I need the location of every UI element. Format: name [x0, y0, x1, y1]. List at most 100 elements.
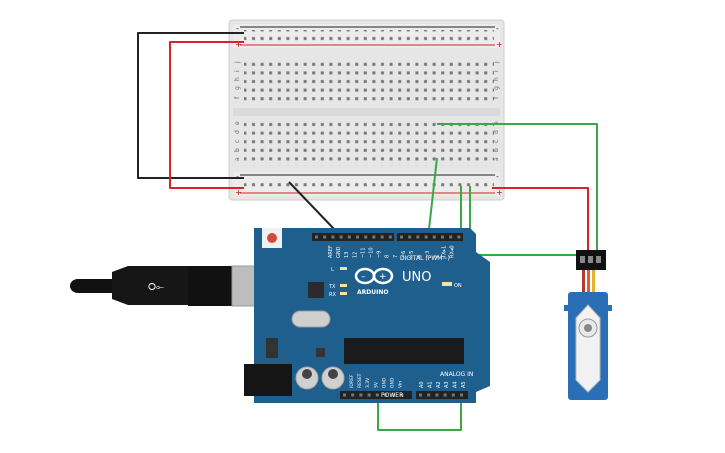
analog-pin-0[interactable]: [419, 393, 422, 397]
power-jack: [244, 364, 292, 396]
pin-label-1: GND: [336, 246, 342, 258]
rail-minus-label-bottom: -: [236, 172, 239, 181]
analog-label: ANALOG IN: [440, 371, 473, 378]
analog-pin-4[interactable]: [451, 393, 455, 397]
analog-pin-2[interactable]: [435, 393, 439, 397]
digital-pin-b-5[interactable]: [441, 235, 444, 239]
pin-label-5: ~10: [369, 247, 375, 258]
power-pin-0[interactable]: [343, 393, 346, 397]
row-letter-g: g: [234, 86, 241, 90]
rail-plus-label-top-right: +: [496, 40, 503, 49]
row-letter-d-right: d: [493, 130, 500, 134]
led-rx: [340, 292, 347, 295]
digital-pin-3[interactable]: [339, 235, 343, 239]
atmega-chip: [344, 338, 464, 364]
digital-pin-4[interactable]: [347, 235, 351, 239]
digital-pin-8[interactable]: [380, 235, 384, 239]
digital-pin-1[interactable]: [323, 235, 327, 239]
analog-pin-label-4: A4: [453, 381, 459, 388]
power-pin-label-3: 5V: [373, 381, 379, 388]
row-letter-c: c: [234, 140, 241, 143]
power-pin-label-0: IOREF: [349, 374, 355, 388]
pin-label-11: 4: [417, 255, 423, 258]
header-analog: [416, 391, 468, 399]
digital-pin-b-1[interactable]: [408, 235, 412, 239]
analog-pin-1[interactable]: [427, 393, 431, 397]
analog-pin-3[interactable]: [443, 393, 447, 397]
crystal: [291, 310, 331, 328]
rail-plus-label-top: +: [235, 40, 242, 49]
row-letter-j-right: j: [493, 61, 500, 64]
digital-label: DIGITAL (PWM~): [400, 255, 450, 262]
row-letter-i: i: [234, 70, 241, 72]
digital-pin-b-3[interactable]: [424, 235, 428, 239]
led-l: [340, 267, 347, 270]
digital-pin-5[interactable]: [356, 235, 359, 239]
board-model: UNO: [402, 270, 431, 285]
power-pin-4[interactable]: [375, 393, 379, 397]
digital-pin-b-7[interactable]: [457, 235, 461, 239]
usb-icon: ⭘⟜: [148, 282, 164, 293]
usb-cable: ⭘⟜: [70, 265, 261, 307]
wire-green-d: [427, 157, 438, 239]
analog-pin-label-2: A2: [436, 381, 442, 388]
regulator: [266, 338, 278, 358]
power-pin-label-4: GND: [381, 377, 387, 388]
row-letter-d: d: [234, 130, 241, 134]
digital-pin-9[interactable]: [388, 235, 392, 239]
pin-label-8: 7: [393, 255, 399, 258]
pin-label-7: 8: [385, 255, 391, 258]
reset-button[interactable]: [267, 233, 277, 243]
pin-label-13: 2: [433, 255, 439, 258]
digital-pin-b-6[interactable]: [449, 235, 453, 239]
wire-red-rail: [169, 41, 244, 189]
micro-servo[interactable]: [564, 250, 612, 400]
arduino-logo-icon: – +: [354, 267, 394, 285]
wire-black-gnd: [288, 181, 336, 231]
power-pin-1[interactable]: [351, 393, 355, 397]
row-letter-j: j: [234, 61, 241, 64]
analog-pin-5[interactable]: [460, 393, 463, 397]
digital-pin-b-4[interactable]: [432, 235, 436, 239]
row-letter-f-right: f: [493, 96, 500, 99]
row-letter-a-right: a: [493, 157, 500, 161]
row-letter-h-right: h: [493, 77, 500, 81]
led-tx-label: TX: [328, 284, 336, 290]
pin-label-3: 12: [352, 252, 358, 258]
analog-pin-label-1: A1: [427, 381, 433, 388]
rail-minus-label-bottom-right: -: [496, 172, 499, 181]
pin-label-6: ~9: [377, 251, 383, 258]
digital-pin-0[interactable]: [315, 235, 318, 239]
analog-pin-label-5: A5: [461, 381, 467, 388]
digital-pin-b-2[interactable]: [416, 235, 420, 239]
svg-text:–: –: [361, 272, 366, 282]
digital-pin-2[interactable]: [331, 235, 335, 239]
small-chip: [316, 348, 325, 357]
digital-pin-7[interactable]: [372, 235, 376, 239]
row-letter-b-right: b: [493, 148, 500, 152]
power-pin-3[interactable]: [367, 393, 371, 397]
header-digital-right: [397, 233, 463, 241]
led-on: [442, 282, 452, 286]
digital-pin-b-0[interactable]: [400, 235, 403, 239]
servo-horn: [575, 304, 601, 393]
brand-label: ARDUINO: [357, 289, 388, 296]
pin-label-12: ~3: [425, 251, 431, 258]
power-pin-2[interactable]: [359, 393, 363, 397]
rail-plus-label-bottom-right: +: [496, 188, 503, 197]
row-letter-a: a: [234, 157, 241, 161]
row-letter-g-right: g: [493, 86, 500, 90]
power-pin-6[interactable]: [392, 393, 396, 397]
analog-pin-label-0: A0: [419, 381, 425, 388]
power-pin-5[interactable]: [384, 393, 387, 397]
power-pin-7[interactable]: [400, 393, 404, 397]
row-letter-b: b: [234, 148, 241, 152]
power-pin-label-1: RESET: [357, 373, 363, 388]
rail-plus-label-bottom: +: [235, 188, 242, 197]
usb-chip: [308, 282, 324, 298]
digital-pin-6[interactable]: [364, 235, 368, 239]
